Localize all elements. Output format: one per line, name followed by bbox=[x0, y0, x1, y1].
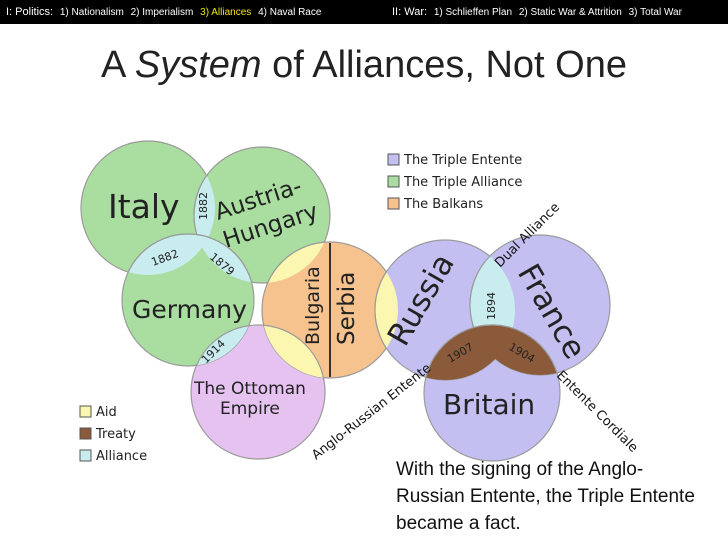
serbia-label: Serbia bbox=[334, 272, 360, 345]
italy-label: Italy bbox=[108, 187, 180, 226]
legend-swatch-alliance-link bbox=[79, 449, 92, 462]
politics-heading: I: Politics: bbox=[6, 6, 54, 18]
war-heading: II: War: bbox=[392, 6, 428, 18]
france-britain-treaty-overlap bbox=[470, 324, 561, 375]
nav-item-schlieffen-plan[interactable]: 1) Schlieffen Plan bbox=[433, 7, 513, 18]
legend-label-treaty: Treaty bbox=[95, 427, 136, 442]
year-italy-austria: 1882 bbox=[197, 192, 210, 220]
title-emphasis: System bbox=[134, 44, 262, 86]
caption-text: With the signing of the Anglo-Russian En… bbox=[396, 459, 695, 534]
ottoman-label-line1: The Ottoman bbox=[193, 379, 306, 399]
nav-item-alliances[interactable]: 3) Alliances bbox=[200, 7, 252, 18]
legend-swatch-balkans bbox=[387, 197, 400, 210]
legend-label-entente: The Triple Entente bbox=[403, 153, 522, 168]
legend-label-alliance-link: Alliance bbox=[96, 449, 147, 464]
legend-swatch-alliance-group bbox=[387, 175, 400, 188]
legend-swatch-treaty bbox=[79, 427, 92, 440]
link-legend: Aid Treaty Alliance bbox=[79, 405, 147, 464]
page-title: A System of Alliances, Not One bbox=[0, 44, 728, 87]
group-legend: The Triple Entente The Triple Alliance T… bbox=[387, 153, 522, 212]
legend-label-balkans: The Balkans bbox=[403, 197, 483, 212]
bulgaria-label: Bulgaria bbox=[302, 266, 324, 345]
italy-austria-alliance-overlap bbox=[193, 146, 215, 275]
ottoman-label-line2: Empire bbox=[220, 399, 280, 419]
britain-label: Britain bbox=[443, 388, 535, 421]
title-suffix: of Alliances, Not One bbox=[261, 44, 627, 86]
title-prefix: A bbox=[101, 44, 135, 86]
austria-germany-alliance-overlap bbox=[194, 233, 255, 283]
italy-germany-alliance-overlap bbox=[121, 233, 215, 275]
politics-section: I: Politics: 1) Nationalism 2) Imperiali… bbox=[6, 0, 325, 24]
nav-item-static-war[interactable]: 2) Static War & Attrition bbox=[518, 7, 622, 18]
topic-navigation-bar: I: Politics: 1) Nationalism 2) Imperiali… bbox=[0, 0, 728, 24]
legend-swatch-aid bbox=[79, 405, 92, 418]
nav-item-imperialism[interactable]: 2) Imperialism bbox=[130, 7, 194, 18]
germany-label: Germany bbox=[132, 295, 247, 324]
legend-label-alliance-group: The Triple Alliance bbox=[403, 175, 522, 190]
war-section: II: War: 1) Schlieffen Plan 2) Static Wa… bbox=[392, 0, 686, 24]
balkans-ottoman-aid-overlap bbox=[262, 324, 326, 378]
entente-cordiale-annotation: Entente Cordiale bbox=[553, 368, 640, 455]
nav-item-nationalism[interactable]: 1) Nationalism bbox=[59, 7, 124, 18]
nav-item-naval-race[interactable]: 4) Naval Race bbox=[258, 7, 322, 18]
nav-item-total-war[interactable]: 3) Total War bbox=[628, 7, 682, 18]
balkans-russia-aid-overlap bbox=[374, 242, 398, 378]
year-russia-france: 1894 bbox=[485, 292, 498, 320]
legend-label-aid: Aid bbox=[96, 405, 117, 420]
legend-swatch-entente bbox=[387, 153, 400, 166]
